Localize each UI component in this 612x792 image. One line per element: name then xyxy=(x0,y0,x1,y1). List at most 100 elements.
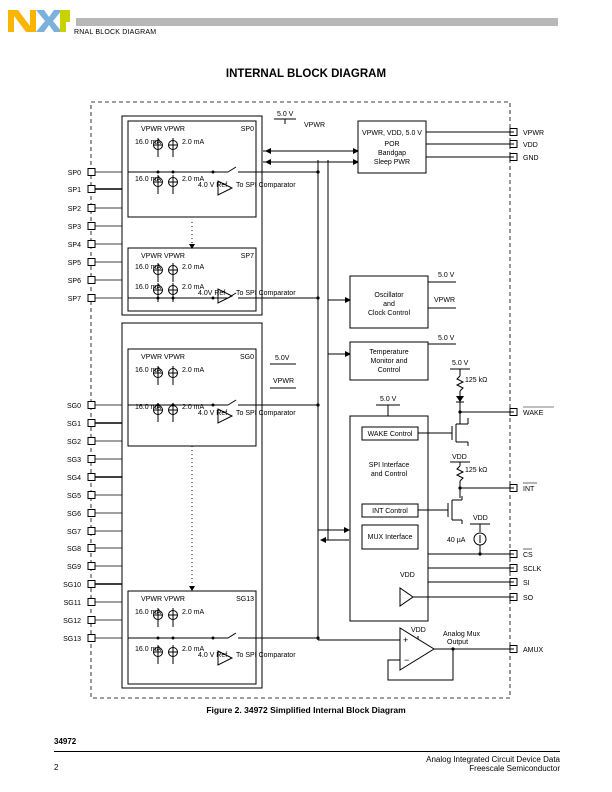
pin-label-amux: AMUX xyxy=(523,647,544,654)
current-hi-label: 16.0 mA xyxy=(135,139,161,146)
por-label-2: POR xyxy=(384,141,399,148)
current-lo-label: 2.0 mA xyxy=(182,646,205,653)
mux-interface-box xyxy=(361,524,419,550)
pin-sp4 xyxy=(87,240,96,248)
current-hi-label: 16.0 mA xyxy=(135,367,161,374)
ref-label: 4.0 V Ref xyxy=(198,410,227,417)
wake-control-label: WAKE Control xyxy=(368,431,413,438)
osc-5v-label: 5.0 V xyxy=(438,272,455,279)
pin-label-vpwr: VPWR xyxy=(523,130,544,137)
por-block xyxy=(357,120,427,174)
pin-label-cs: CS xyxy=(523,552,533,559)
wake-5v-label: 5.0 V xyxy=(452,360,469,367)
pin-sp7 xyxy=(87,294,96,302)
pin-sg8 xyxy=(87,544,96,552)
pin-label-sp6: SP6 xyxy=(68,278,81,285)
pin-label-sg2: SG2 xyxy=(67,439,81,446)
current-hi-label: 16.0 mA xyxy=(135,609,161,616)
int-resistor-label: 125 kΩ xyxy=(465,467,487,474)
comparator-label: To SPI Comparator xyxy=(236,652,296,659)
part-number: 34972 xyxy=(54,737,77,746)
comparator xyxy=(217,408,234,424)
por-label-3: Bandgap xyxy=(378,150,406,157)
header-bar xyxy=(76,18,558,26)
pin-sp2 xyxy=(87,204,96,212)
opamp-plus: + xyxy=(403,635,408,645)
current-lo-label: 2.0 mA xyxy=(182,139,205,146)
osc-label-1: Oscillator xyxy=(374,292,404,299)
pin-label-wake: WAKE xyxy=(523,410,544,417)
sg-vpwr-label: VPWR xyxy=(273,378,294,385)
pin-label-sp3: SP3 xyxy=(68,224,81,231)
amux-vdd-label: VDD xyxy=(411,627,426,634)
current-lo-label: 2.0 mA xyxy=(182,176,205,183)
comparator-label: To SPI Comparator xyxy=(236,290,296,297)
pin-label-sg6: SG6 xyxy=(67,511,81,518)
pin-sg3 xyxy=(87,455,96,463)
current-lo-label: 2.0 mA xyxy=(182,367,205,374)
pin-sg6 xyxy=(87,509,96,517)
cell-box xyxy=(127,348,257,447)
pin-sp1 xyxy=(87,185,96,193)
footer-publication: Analog Integrated Circuit Device Data xyxy=(426,755,560,764)
current-hi-label: 16.0 mA xyxy=(135,284,161,291)
pin-label-sp2: SP2 xyxy=(68,206,81,213)
pin-label-sg8: SG8 xyxy=(67,546,81,553)
spi-label-2: and Control xyxy=(371,471,408,478)
node xyxy=(156,403,160,407)
osc-label-2: and xyxy=(383,301,395,308)
cell-vsrc-label: VPWR VPWR xyxy=(141,253,185,260)
pin-sp3 xyxy=(87,222,96,230)
por-label-4: Sleep PWR xyxy=(374,159,410,166)
pin-label-sg0: SG0 xyxy=(67,403,81,410)
ref-label: 4.0V Ref xyxy=(198,290,225,297)
cell-vsrc-label: VPWR VPWR xyxy=(141,596,185,603)
sp-group-box xyxy=(121,115,263,316)
cell-label: SG0 xyxy=(240,354,254,361)
pin-label-sp0: SP0 xyxy=(68,170,81,177)
osc-label-3: Clock Control xyxy=(368,310,410,317)
footer-company: Freescale Semiconductor xyxy=(469,764,560,773)
comparator-label: To SPI Comparator xyxy=(236,410,296,417)
page-title: INTERNAL BLOCK DIAGRAM xyxy=(225,68,387,80)
node xyxy=(171,403,175,407)
current-lo-label: 2.0 mA xyxy=(182,404,205,411)
current-source-label: 40 µA xyxy=(447,537,466,544)
current-hi-label: 16.0 mA xyxy=(135,264,161,271)
wake-resistor-label: 125 kΩ xyxy=(465,377,487,384)
spi-label-1: SPI Interface xyxy=(369,462,410,469)
cell-label: SP0 xyxy=(241,126,254,133)
pin-sg2 xyxy=(87,437,96,445)
temp-label-2: Monitor and xyxy=(371,358,408,365)
pin-sg10 xyxy=(87,580,96,588)
switch xyxy=(227,166,237,173)
pin-label-sg1: SG1 xyxy=(67,421,81,428)
current-lo-label: 2.0 mA xyxy=(182,264,205,271)
figure-caption: Figure 2. 34972 Simplified Internal Bloc… xyxy=(206,705,406,715)
comparator xyxy=(217,650,234,666)
pin-label-sg7: SG7 xyxy=(67,529,81,536)
pin-label-sg9: SG9 xyxy=(67,564,81,571)
pin-sg4 xyxy=(87,473,96,481)
comparator xyxy=(217,288,234,304)
current-hi-label: 16.0 mA xyxy=(135,176,161,183)
switch xyxy=(227,632,237,639)
node xyxy=(156,296,160,300)
pin-label-so: SO xyxy=(523,595,534,602)
int-vdd-label: VDD xyxy=(452,454,467,461)
node xyxy=(211,403,215,407)
cell-vsrc-label: VPWR VPWR xyxy=(141,126,185,133)
pin-label-sp7: SP7 xyxy=(68,296,81,303)
cell-label: SP7 xyxy=(241,253,254,260)
pin-label-sg4: SG4 xyxy=(67,475,81,482)
left-pin-group: SP0SP1SP2SP3SP4SP5SP6SP7SG0SG1SG2SG3SG4S… xyxy=(63,168,122,643)
node xyxy=(211,636,215,640)
cell-box xyxy=(127,247,257,312)
pin-sg11 xyxy=(87,598,96,606)
pin-label-vdd: VDD xyxy=(523,142,538,149)
page-number: 2 xyxy=(54,763,59,772)
